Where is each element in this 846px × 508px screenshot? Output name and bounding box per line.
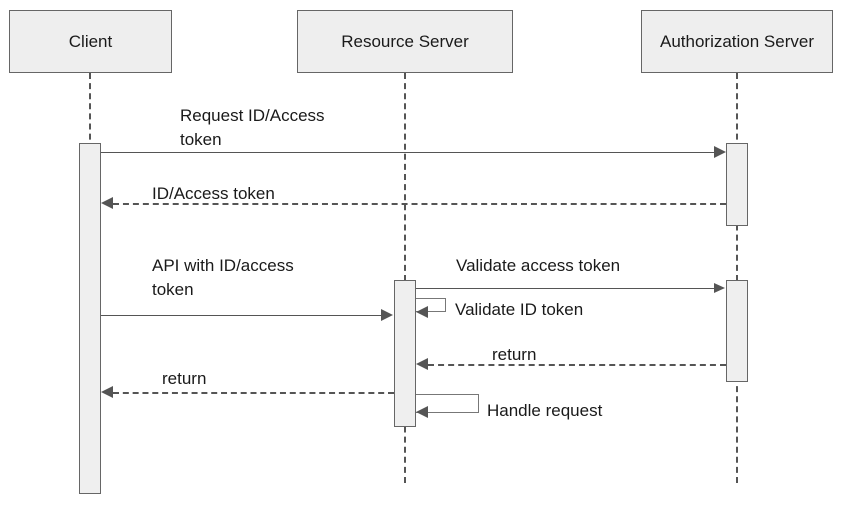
message-line-return-auth-to-resource xyxy=(428,364,726,366)
message-selfloop-validate-id-token xyxy=(416,298,446,312)
message-line-request-id-access-token xyxy=(101,152,719,153)
message-line-id-access-token xyxy=(113,203,726,205)
message-line-api-with-id-access-token xyxy=(101,315,383,316)
message-arrowhead-return-auth-to-resource xyxy=(416,358,428,370)
message-arrowhead-request-id-access-token xyxy=(714,146,726,158)
message-line-validate-access-token xyxy=(416,288,718,289)
message-arrowhead-validate-access-token xyxy=(714,283,725,293)
activation-bar-resource-server xyxy=(394,280,416,427)
message-arrowhead-handle-request xyxy=(416,406,428,418)
message-label-validate-id-token: Validate ID token xyxy=(455,300,584,319)
message-label-request-id-access-token: Request ID/Access token xyxy=(180,106,325,149)
message-label-api-with-id-access-token: API with ID/access token xyxy=(152,256,294,299)
participant-box-client[interactable]: Client xyxy=(9,10,172,73)
activation-bar-authorization-server-2 xyxy=(726,280,748,382)
message-label-return-resource-to-client: return xyxy=(162,369,207,388)
activation-bar-authorization-server-1 xyxy=(726,143,748,226)
message-arrowhead-api-with-id-access-token xyxy=(381,309,393,321)
participant-label-client: Client xyxy=(68,31,113,51)
message-selfloop-handle-request xyxy=(416,394,479,413)
message-label-id-access-token: ID/Access token xyxy=(152,184,275,203)
lifeline-resource-server xyxy=(404,73,406,483)
participant-box-authorization-server[interactable]: Authorization Server xyxy=(641,10,833,73)
participant-label-authorization-server: Authorization Server xyxy=(659,31,815,51)
message-label-validate-access-token: Validate access token xyxy=(456,256,621,275)
participant-label-resource-server: Resource Server xyxy=(341,31,469,51)
participant-box-resource-server[interactable]: Resource Server xyxy=(297,10,513,73)
message-line-return-resource-to-client xyxy=(113,392,394,394)
message-label-handle-request: Handle request xyxy=(487,401,603,420)
activation-bar-client xyxy=(79,143,101,494)
message-arrowhead-validate-id-token xyxy=(416,306,428,318)
message-arrowhead-return-resource-to-client xyxy=(101,386,113,398)
message-arrowhead-id-access-token xyxy=(101,197,113,209)
lifeline-authorization-server xyxy=(736,73,738,483)
message-label-return-auth-to-resource: return xyxy=(492,345,537,364)
